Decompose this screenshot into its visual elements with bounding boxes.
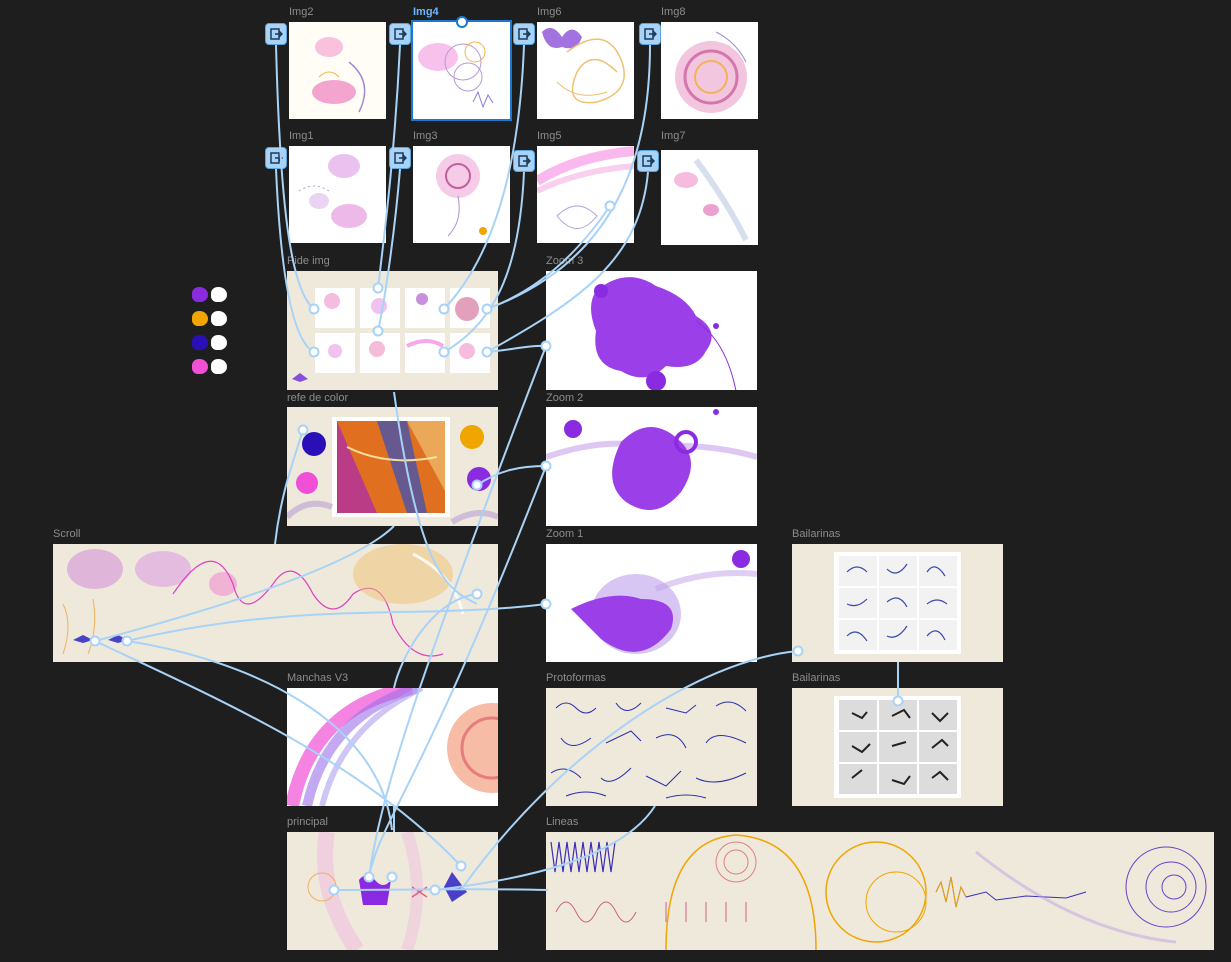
frame-protoformas[interactable] (546, 688, 757, 806)
bailarinas-top-artwork (834, 552, 961, 654)
color-swatch-blue[interactable] (192, 335, 232, 351)
frame-label-pide-img[interactable]: Pide img (287, 255, 330, 267)
img2-artwork (312, 37, 366, 113)
principal-artwork (307, 832, 467, 950)
scroll-artwork (62, 544, 465, 657)
flow-start-button-img3[interactable] (389, 147, 411, 169)
lineas-artwork (550, 834, 1207, 950)
swatch-blob-white (211, 287, 227, 302)
frame-zoom2[interactable] (546, 407, 757, 526)
flow-start-button-img4[interactable] (389, 23, 411, 45)
frame-label-img6[interactable]: Img6 (537, 6, 562, 18)
frame-label-img3[interactable]: Img3 (413, 130, 438, 142)
frame-label-zoom2[interactable]: Zoom 2 (546, 392, 584, 404)
flow-start-button-img6[interactable] (513, 23, 535, 45)
frame-zoom1[interactable] (546, 544, 757, 662)
flow-start-icon (270, 28, 283, 40)
color-swatch-orange[interactable] (192, 311, 232, 327)
swatch-blob (192, 311, 208, 326)
bailarinas-bottom-artwork (834, 696, 961, 798)
frame-bailarinas-bottom[interactable] (792, 688, 1003, 806)
protoformas-artwork (550, 701, 747, 799)
frame-img5[interactable] (537, 146, 634, 243)
zoom1-artwork (571, 550, 757, 654)
flow-start-icon (518, 155, 531, 167)
flow-start-icon (270, 152, 283, 164)
frame-bailarinas-top[interactable] (792, 544, 1003, 662)
selection-handle[interactable] (456, 16, 468, 28)
frame-label-img4[interactable]: Img4 (413, 6, 439, 18)
swatch-blob-white (211, 335, 227, 350)
flow-start-icon (642, 155, 655, 167)
flow-start-icon (394, 152, 407, 164)
frame-label-img8[interactable]: Img8 (661, 6, 686, 18)
frame-scroll[interactable] (53, 544, 498, 662)
swatch-blob (192, 359, 208, 374)
frame-img4[interactable] (411, 20, 512, 121)
color-swatch-magenta[interactable] (192, 359, 232, 375)
frame-label-scroll[interactable]: Scroll (53, 528, 81, 540)
frame-label-img5[interactable]: Img5 (537, 130, 562, 142)
manchas-artwork (287, 688, 498, 806)
img7-artwork (674, 158, 749, 242)
img3-artwork (436, 154, 487, 237)
color-swatch-purple[interactable] (192, 287, 232, 303)
frame-lineas[interactable] (546, 832, 1214, 950)
frame-label-refe-color[interactable]: refe de color (287, 392, 349, 404)
frame-label-bailarinas-top[interactable]: Bailarinas (792, 528, 841, 540)
swatch-blob-white (211, 359, 227, 374)
flow-start-button-img7[interactable] (637, 150, 659, 172)
flow-start-button-img2[interactable] (265, 23, 287, 45)
flow-start-button-img8[interactable] (639, 23, 661, 45)
img1-artwork (298, 154, 367, 228)
flow-start-icon (394, 28, 407, 40)
swatch-blob-white (211, 311, 227, 326)
img8-artwork (675, 31, 747, 113)
refe-color-artwork (287, 417, 498, 525)
frame-label-manchas[interactable]: Manchas V3 (287, 672, 349, 684)
swatch-blob (192, 335, 208, 350)
frame-refe-color[interactable] (287, 407, 498, 526)
frame-label-img1[interactable]: Img1 (289, 130, 314, 142)
frame-img6[interactable] (537, 22, 634, 119)
frame-label-bailarinas-bottom[interactable]: Bailarinas (792, 672, 841, 684)
frame-img2[interactable] (289, 22, 386, 119)
frame-manchas[interactable] (287, 688, 498, 806)
frame-label-zoom1[interactable]: Zoom 1 (546, 528, 584, 540)
img4-artwork (418, 41, 494, 109)
pide-img-artwork (292, 288, 490, 382)
frame-img3[interactable] (413, 146, 510, 243)
frame-label-lineas[interactable]: Lineas (546, 816, 579, 828)
frame-principal[interactable] (287, 832, 498, 950)
frame-label-img2[interactable]: Img2 (289, 6, 314, 18)
frame-img7[interactable] (661, 150, 758, 245)
zoom3-artwork (591, 277, 737, 390)
frame-img1[interactable] (289, 146, 386, 243)
frame-label-protoformas[interactable]: Protoformas (546, 672, 606, 684)
zoom2-artwork (546, 409, 757, 510)
frame-img8[interactable] (661, 22, 758, 119)
frame-pide-img[interactable] (287, 271, 498, 390)
flow-start-button-img5[interactable] (513, 150, 535, 172)
img5-artwork (537, 146, 634, 229)
flow-start-icon (518, 28, 531, 40)
frame-zoom3[interactable] (546, 271, 757, 390)
swatch-blob (192, 287, 208, 302)
frame-label-zoom3[interactable]: Zoom 3 (546, 255, 584, 267)
frame-label-img7[interactable]: Img7 (661, 130, 686, 142)
flow-start-button-img1[interactable] (265, 147, 287, 169)
img6-artwork (542, 28, 625, 104)
frame-label-principal[interactable]: principal (287, 816, 328, 828)
flow-start-icon (644, 28, 657, 40)
